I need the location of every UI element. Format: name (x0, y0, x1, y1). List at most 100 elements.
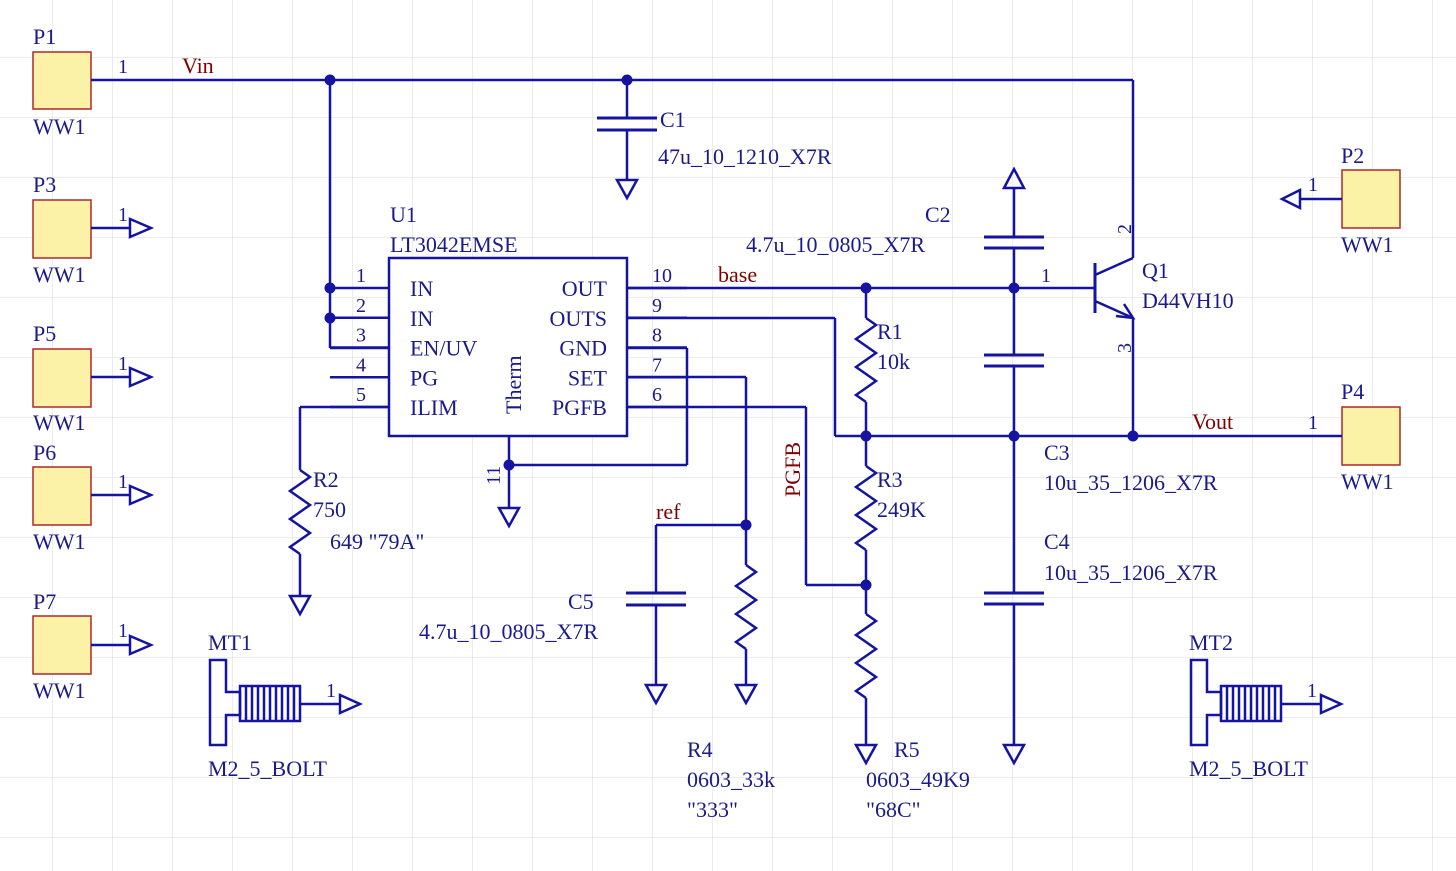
ground-arrow-icon (733, 683, 759, 706)
p4-pad[interactable] (1341, 406, 1401, 466)
connector-stubs (91, 78, 1342, 647)
r2-note: 649 "79A" (330, 529, 424, 554)
net-label-vout: Vout (1192, 409, 1233, 434)
u1-pin-8-number: 8 (652, 325, 662, 347)
p2-pad[interactable] (1341, 169, 1401, 229)
c5-value: 4.7u_10_0805_X7R (419, 619, 598, 644)
p7-ref: P7 (33, 589, 56, 614)
u1-therm-label: Therm (501, 355, 526, 414)
ground-arrow-icon (287, 594, 313, 617)
r5-value: 0603_49K9 (866, 767, 970, 792)
capacitor-c4[interactable]: C4 10u_35_1206_X7R (984, 436, 1218, 766)
ground-arrow-icon (1319, 693, 1345, 715)
mounting-hole-mt1[interactable]: MT1 1 M2_5_BOLT (208, 630, 364, 781)
p6-pad[interactable] (32, 466, 92, 526)
u1-pin-8-name: GND (559, 336, 607, 361)
ground-arrow-icon (496, 506, 522, 529)
p5-pad[interactable] (32, 348, 92, 408)
u1-wiring (298, 80, 1133, 587)
q1-ref: Q1 (1142, 258, 1169, 283)
capacitor-c2[interactable]: C2 4.7u_10_0805_X7R (746, 166, 1044, 288)
connector-p4[interactable]: P4 1 WW1 (1308, 379, 1401, 494)
r2-ref: R2 (313, 467, 339, 492)
p2-ref: P2 (1341, 143, 1364, 168)
mt1-ref: MT1 (208, 630, 252, 655)
resistor-r3[interactable]: R3 249K (853, 436, 926, 614)
u1-pin-4-name: PG (410, 365, 438, 390)
ground-arrow-icon (128, 484, 155, 506)
capacitor-c1[interactable]: C1 47u_10_1210_X7R (597, 80, 832, 201)
c1-value: 47u_10_1210_X7R (658, 144, 832, 169)
u1-pin-7-number: 7 (652, 354, 662, 376)
r1-value: 10k (877, 349, 910, 374)
r4-ref: R4 (687, 737, 713, 762)
connector-p1[interactable]: P1 1 WW1 (32, 24, 128, 139)
resistor-r5[interactable]: R5 0603_49K9 "68C" (853, 612, 970, 822)
mt2-pin-number: 1 (1307, 680, 1317, 702)
q1-pin-collector: 2 (1114, 224, 1136, 234)
u1-body[interactable] (387, 256, 629, 438)
mt1-value: M2_5_BOLT (208, 756, 328, 781)
p5-ref: P5 (33, 321, 56, 346)
resistor-r1[interactable]: R1 10k (853, 288, 910, 436)
capacitor-c5[interactable]: C5 4.7u_10_0805_X7R (419, 525, 686, 706)
c5-ref: C5 (568, 589, 594, 614)
ground-arrow-icon (128, 366, 155, 388)
u1-pin-6-name: PGFB (552, 395, 607, 420)
connector-p6[interactable]: P6 1 WW1 (32, 440, 128, 554)
c3-value: 10u_35_1206_X7R (1044, 470, 1218, 495)
net-label-ref: ref (656, 499, 681, 524)
c4-value: 10u_35_1206_X7R (1044, 560, 1218, 585)
mt2-value: M2_5_BOLT (1189, 756, 1309, 781)
u1-pin-5-number: 5 (356, 384, 366, 406)
connector-p7[interactable]: P7 1 WW1 (32, 589, 128, 703)
mt2-ref: MT2 (1189, 630, 1233, 655)
ground-arrow-icon (614, 178, 640, 201)
p3-value: WW1 (33, 262, 86, 287)
p3-pin-number: 1 (118, 204, 128, 226)
u1-pin-4-number: 4 (356, 354, 366, 376)
mt1-pin-number: 1 (326, 680, 336, 702)
q1-pin-base: 1 (1041, 265, 1051, 287)
r3-ref: R3 (877, 467, 903, 492)
r4-note: "333" (687, 797, 738, 822)
p1-pin-number: 1 (118, 56, 128, 78)
ground-arrow-icon (128, 217, 155, 239)
ground-arrow-icon (338, 693, 364, 715)
r5-note: "68C" (866, 797, 921, 822)
transistor-q1[interactable]: 1 2 3 Q1 D44VH10 (1041, 80, 1234, 436)
p7-value: WW1 (33, 678, 86, 703)
q1-part: D44VH10 (1142, 288, 1234, 313)
ground-arrow-icon (1001, 743, 1027, 766)
p1-value: WW1 (33, 114, 86, 139)
resistor-r2[interactable]: R2 750 649 "79A" (287, 467, 424, 617)
p5-pin-number: 1 (118, 353, 128, 375)
mounting-hole-mt2[interactable]: MT2 1 M2_5_BOLT (1189, 630, 1345, 781)
u1-part: LT3042EMSE (390, 232, 518, 257)
p6-value: WW1 (33, 529, 86, 554)
p7-pin-number: 1 (118, 620, 128, 642)
u1-pin-1-number: 1 (356, 265, 366, 287)
p5-value: WW1 (33, 410, 86, 435)
r3-value: 249K (877, 497, 926, 522)
c1-ref: C1 (660, 107, 686, 132)
ground-arrow-icon (643, 683, 669, 706)
resistor-r4[interactable]: R4 0603_33k "333" (687, 563, 775, 822)
u1-pin-10-number: 10 (652, 265, 672, 287)
ic-u1[interactable]: U1 LT3042EMSE Therm (387, 202, 629, 438)
p7-pad[interactable] (32, 615, 92, 675)
c3-ref: C3 (1044, 440, 1070, 465)
connector-p2[interactable]: P2 1 WW1 (1308, 143, 1401, 257)
ground-arrow-icon (853, 743, 879, 766)
bolt-icon (208, 658, 302, 747)
net-label-vin: Vin (182, 53, 214, 78)
u1-pin-7-name: SET (568, 365, 608, 390)
p1-pad[interactable] (32, 51, 92, 110)
p3-pad[interactable] (32, 199, 92, 259)
capacitor-c3[interactable]: C3 10u_35_1206_X7R (984, 288, 1218, 495)
p4-value: WW1 (1341, 469, 1394, 494)
connector-p5[interactable]: P5 1 WW1 (32, 321, 128, 435)
p4-pin-number: 1 (1308, 412, 1318, 434)
